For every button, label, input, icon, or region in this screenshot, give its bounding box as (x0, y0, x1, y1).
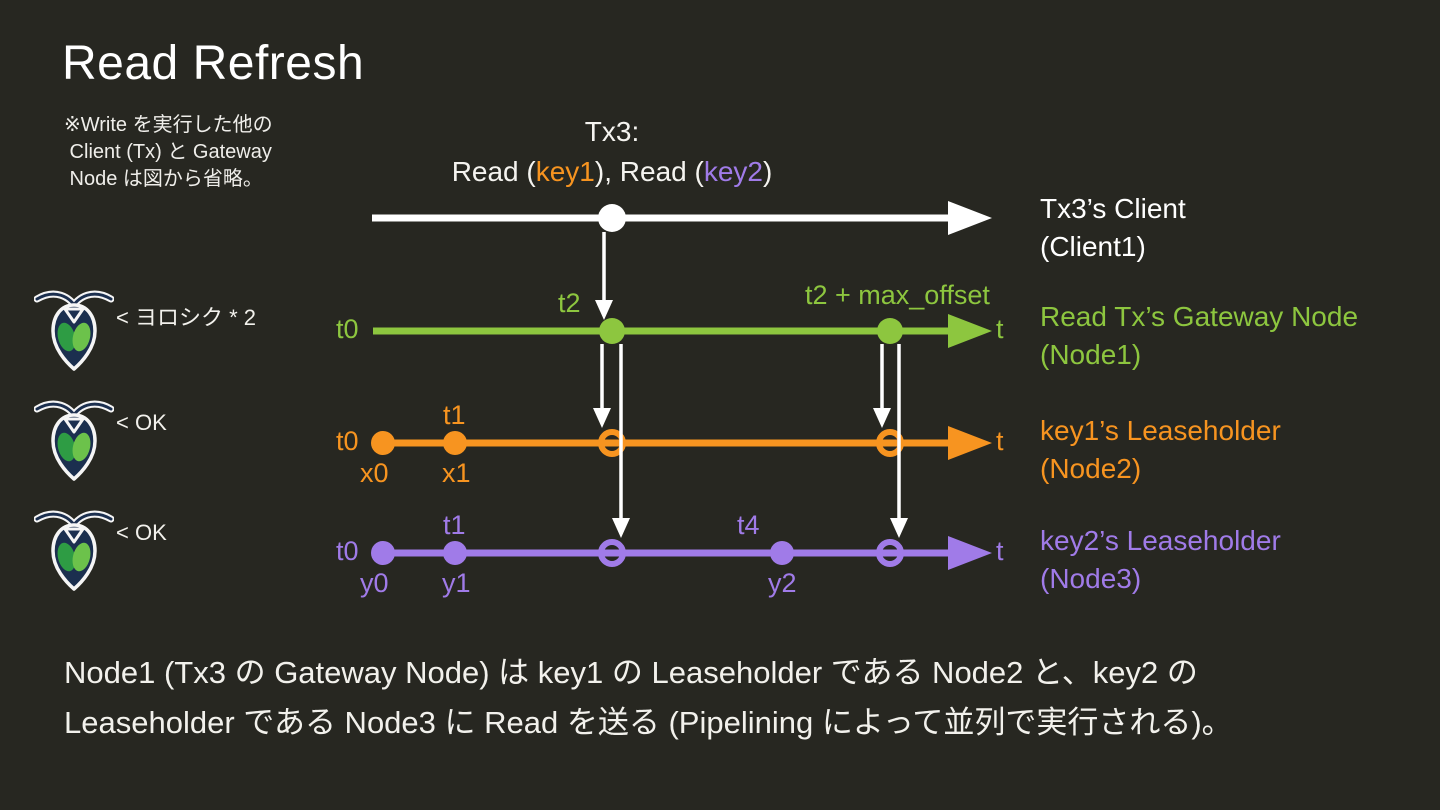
bug-speech-1: < ヨロシク * 2 (116, 305, 256, 330)
arrow-client-to-gateway-head (595, 300, 613, 320)
key2-y1-label: y1 (442, 568, 471, 598)
bug-speech-3: < OK (116, 520, 167, 545)
key1-dot-x1 (443, 431, 467, 455)
key1-t0-label: t0 (336, 426, 359, 456)
gateway-t2-max-offset-label: t2 + max_offset (805, 280, 990, 310)
key2-t0-label: t0 (336, 536, 359, 566)
key1-t-label: t (996, 426, 1004, 456)
key1-timeline (371, 426, 992, 460)
cockroach-icon (34, 290, 114, 378)
tx3-header-line1: Tx3: (584, 116, 640, 147)
client-arrowhead (948, 201, 992, 235)
gateway-arrowhead (948, 314, 992, 348)
key1-arrowhead (948, 426, 992, 460)
bug-speech-2: < OK (116, 410, 167, 435)
tx3-between: ), Read ( (594, 156, 704, 187)
gateway-t-label: t (996, 314, 1004, 344)
key2-dot-y0 (371, 541, 395, 565)
message-arrows (593, 232, 908, 538)
tx3-header: Tx3: Read (key1), Read (key2) (412, 112, 812, 192)
gateway-t0-label: t0 (336, 314, 359, 344)
key1-x1-label: x1 (442, 458, 471, 488)
client-row-label: Tx3’s Client (Client1) (1040, 193, 1186, 262)
key2-ring-read2 (876, 539, 904, 567)
gateway-row-label: Read Tx’s Gateway Node (Node1) (1040, 301, 1359, 370)
bottom-explanation: Node1 (Tx3 の Gateway Node) は key1 の Leas… (64, 655, 1233, 740)
key2-arrowhead (948, 536, 992, 570)
gateway-dot-t2 (599, 318, 625, 344)
cockroach-icon (34, 510, 114, 598)
tx3-header-line2: Read (key1), Read (key2) (412, 152, 812, 192)
tx3-close: ) (762, 156, 773, 187)
key2-t1-label: t1 (443, 510, 466, 540)
gateway-t2-label: t2 (558, 288, 581, 318)
gateway-timeline (373, 314, 992, 348)
key1-x0-label: x0 (360, 458, 389, 488)
key2-ring-read1 (598, 539, 626, 567)
key2-dot-y1 (443, 541, 467, 565)
key2-timeline (371, 536, 992, 570)
arrow-gateway-to-key2-t2-head (612, 518, 630, 538)
arrow-gateway-to-key1-t2max-head (873, 408, 891, 428)
key2-t4-label: t4 (737, 510, 760, 540)
tx3-key1: key1 (535, 156, 595, 187)
arrow-gateway-to-key2-t2max-head (890, 518, 908, 538)
tx3-key2: key2 (703, 156, 763, 187)
key2-t-label: t (996, 536, 1004, 566)
key1-ring-read2 (876, 429, 904, 457)
key1-ring-read1 (598, 429, 626, 457)
side-note: ※Write を実行した他の Client (Tx) と Gateway Nod… (64, 114, 273, 190)
gateway-dot-t2-max-offset (877, 318, 903, 344)
key1-row-label: key1’s Leaseholder (Node2) (1040, 415, 1281, 484)
client-event-dot (598, 204, 626, 232)
key1-dot-x0 (371, 431, 395, 455)
key2-y0-label: y0 (360, 568, 389, 598)
client-timeline (372, 201, 992, 235)
page-title: Read Refresh (62, 37, 365, 90)
cockroach-icon (34, 400, 114, 488)
key1-t1-label: t1 (443, 400, 466, 430)
key2-y2-label: y2 (768, 568, 797, 598)
tx3-read-open: Read ( (451, 156, 536, 187)
key2-row-label: key2’s Leaseholder (Node3) (1040, 525, 1281, 594)
key2-dot-y2 (770, 541, 794, 565)
arrow-gateway-to-key1-t2-head (593, 408, 611, 428)
